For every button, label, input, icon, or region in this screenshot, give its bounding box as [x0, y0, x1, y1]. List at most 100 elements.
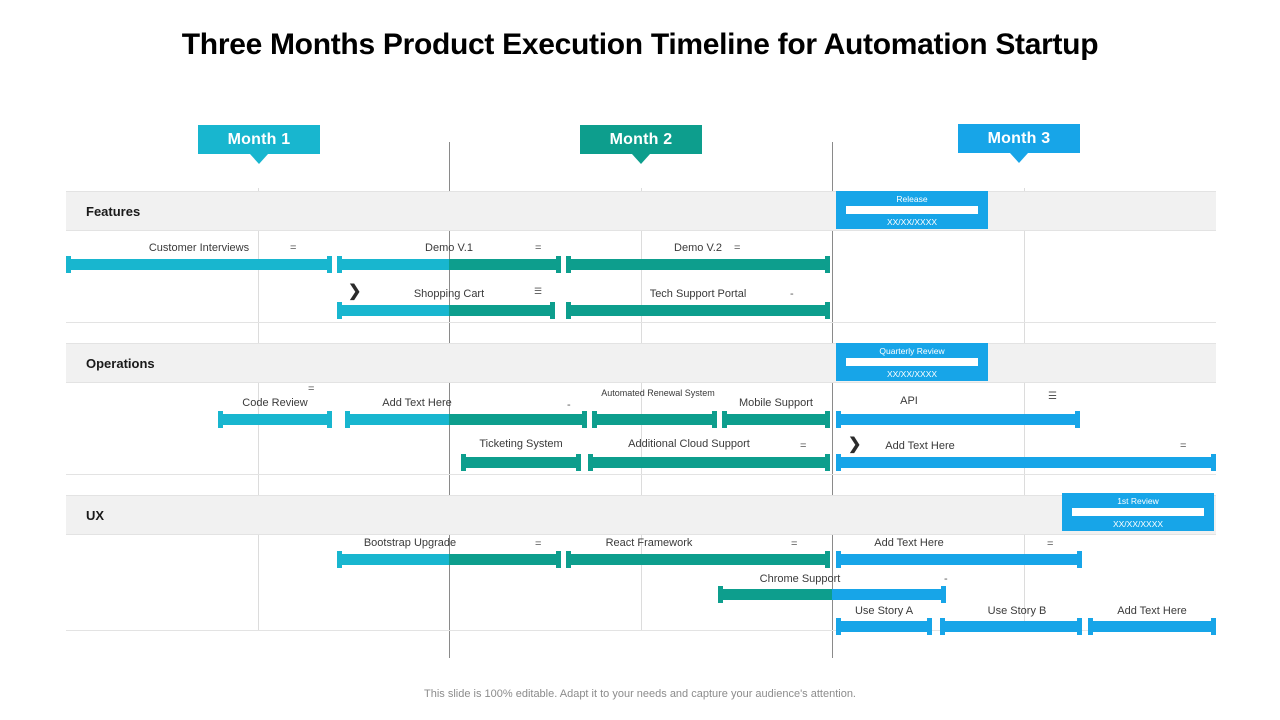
task-bar-cap-right — [1211, 454, 1216, 471]
task-bar-cap-left — [218, 411, 223, 428]
task-bar-cap-left — [66, 256, 71, 273]
task-bar-use-story-a[interactable] — [836, 618, 932, 635]
task-bar-segment-month1 — [345, 414, 449, 425]
milestone-first-review-divider — [1072, 508, 1204, 516]
task-bar-cap-right — [712, 411, 717, 428]
task-bar-cap-left — [566, 256, 571, 273]
task-bar-segment — [836, 457, 1216, 468]
milestone-release[interactable]: Release XX/XX/XXXX — [836, 191, 988, 229]
task-marker-triple-2: ☰ — [1048, 391, 1057, 402]
month-divider-2 — [832, 142, 833, 658]
task-bar-cap-right — [927, 618, 932, 635]
task-bar-additional-cloud-support[interactable] — [588, 454, 830, 471]
month-flag-1[interactable]: Month 1 — [198, 125, 320, 164]
task-marker-dash-3: - — [944, 573, 948, 585]
task-bar-segment — [218, 414, 332, 425]
task-bar-cap-right — [1077, 618, 1082, 635]
task-bar-cap-right — [327, 411, 332, 428]
milestone-quarterly-review[interactable]: Quarterly Review XX/XX/XXXX — [836, 343, 988, 381]
task-bar-cap-left — [836, 551, 841, 568]
task-bar-code-review[interactable] — [218, 411, 332, 428]
task-bar-segment-month1 — [337, 554, 449, 565]
task-bar-demo-v2[interactable] — [566, 256, 830, 273]
milestone-quarterly-review-title: Quarterly Review — [879, 345, 945, 356]
task-bar-automated-renewal-system[interactable] — [592, 411, 717, 428]
task-bar-cap-left — [566, 551, 571, 568]
task-bar-react-framework[interactable] — [566, 551, 830, 568]
task-bar-cap-left — [722, 411, 727, 428]
task-label-ux-add-text-here: Add Text Here — [874, 537, 944, 549]
month-flag-1-tip — [250, 154, 268, 164]
milestone-release-title: Release — [896, 193, 928, 204]
task-bar-cap-left — [1088, 618, 1093, 635]
task-bar-segment-month1 — [337, 259, 449, 270]
task-bar-segment-month3 — [832, 589, 946, 600]
task-bar-segment — [836, 621, 932, 632]
task-bar-cap-left — [337, 551, 342, 568]
section-band-ux — [66, 495, 1216, 535]
task-bar-cap-left — [836, 618, 841, 635]
task-label-tech-support-portal: Tech Support Portal — [649, 288, 747, 300]
task-label-ux-add-text-here-2: Add Text Here — [1117, 605, 1187, 617]
chevron-icon-shopping-cart: ❯ — [348, 283, 362, 300]
task-bar-segment — [566, 305, 830, 316]
task-marker-equals-9: = — [1047, 538, 1054, 550]
task-label-bootstrap-upgrade: Bootstrap Upgrade — [363, 537, 457, 549]
task-bar-cap-right — [825, 454, 830, 471]
task-bar-mobile-support[interactable] — [722, 411, 830, 428]
section-label-features: Features — [86, 204, 141, 219]
task-bar-segment-month2 — [449, 305, 555, 316]
task-bar-segment-month2 — [449, 259, 561, 270]
month-flag-3[interactable]: Month 3 — [958, 124, 1080, 163]
task-bar-customer-interviews[interactable] — [66, 256, 332, 273]
milestone-release-cap-left — [836, 191, 845, 229]
month-flag-3-label: Month 3 — [958, 124, 1080, 153]
task-bar-segment — [461, 457, 581, 468]
task-label-demo-v2: Demo V.2 — [674, 242, 722, 254]
task-bar-chrome-support[interactable] — [718, 586, 946, 603]
milestone-release-divider — [846, 206, 978, 214]
task-bar-api[interactable] — [836, 411, 1080, 428]
task-bar-segment — [566, 259, 830, 270]
task-label-use-story-b: Use Story B — [987, 605, 1047, 617]
task-bar-ux-add-text-here[interactable] — [836, 551, 1082, 568]
milestone-release-cap-right — [979, 191, 988, 229]
month-flag-2[interactable]: Month 2 — [580, 125, 702, 164]
task-label-customer-interviews: Customer Interviews — [148, 242, 250, 254]
milestone-quarterly-review-cap-left — [836, 343, 845, 381]
month-flag-2-tip — [632, 154, 650, 164]
task-marker-equals-8: = — [791, 538, 798, 550]
task-label-operations-add-text-here-2: Add Text Here — [885, 440, 955, 452]
milestone-first-review[interactable]: 1st Review XX/XX/XXXX — [1062, 493, 1214, 531]
milestone-first-review-cap-right — [1205, 493, 1214, 531]
task-label-react-framework: React Framework — [605, 537, 693, 549]
task-bar-cap-right — [941, 586, 946, 603]
task-bar-cap-right — [582, 411, 587, 428]
column-gridline-1 — [258, 188, 259, 630]
task-bar-ux-add-text-here-2[interactable] — [1088, 618, 1216, 635]
task-bar-use-story-b[interactable] — [940, 618, 1082, 635]
task-bar-tech-support-portal[interactable] — [566, 302, 830, 319]
task-bar-cap-left — [588, 454, 593, 471]
task-bar-operations-add-text-here[interactable] — [345, 411, 587, 428]
task-bar-cap-right — [825, 256, 830, 273]
task-label-shopping-cart: Shopping Cart — [413, 288, 485, 300]
task-bar-segment — [1088, 621, 1216, 632]
task-bar-cap-right — [556, 551, 561, 568]
column-gridline-3 — [1024, 188, 1025, 630]
task-bar-segment — [592, 414, 717, 425]
month-divider-1 — [449, 142, 450, 658]
task-bar-operations-add-text-here-2[interactable] — [836, 454, 1216, 471]
task-bar-demo-v1[interactable] — [337, 256, 561, 273]
milestone-quarterly-review-divider — [846, 358, 978, 366]
task-bar-ticketing-system[interactable] — [461, 454, 581, 471]
task-bar-segment — [836, 414, 1080, 425]
task-bar-shopping-cart[interactable] — [337, 302, 555, 319]
task-bar-segment — [566, 554, 830, 565]
task-bar-bootstrap-upgrade[interactable] — [337, 551, 561, 568]
task-bar-segment-month2 — [449, 554, 561, 565]
task-label-ticketing-system: Ticketing System — [479, 438, 563, 450]
task-bar-cap-right — [556, 256, 561, 273]
task-bar-cap-left — [592, 411, 597, 428]
task-bar-segment — [588, 457, 830, 468]
